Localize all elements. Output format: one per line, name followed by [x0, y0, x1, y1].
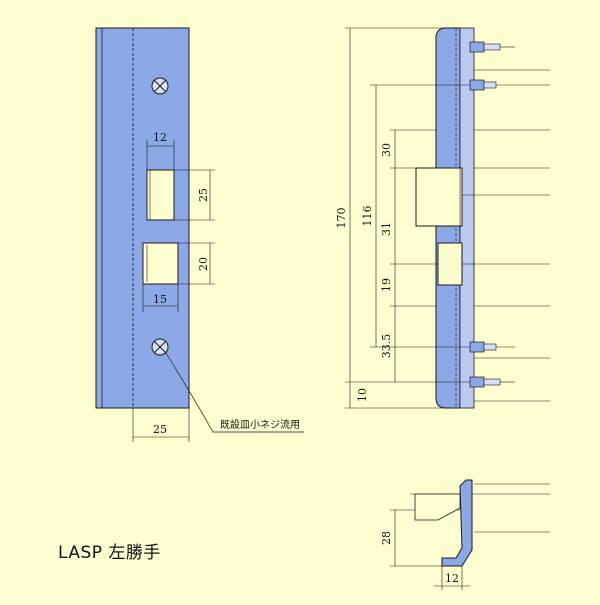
dim-c-label: 19: [380, 278, 393, 292]
dim-top-slot-height-label: 25: [197, 188, 210, 202]
dim-bottom-slot-height-label: 20: [197, 257, 210, 271]
dim-e-label: 10: [356, 388, 369, 402]
deadbolt-box: [437, 242, 463, 286]
screw-note: 既設皿小ネジ流用: [220, 418, 300, 431]
vertical-dimension-lines: [349, 28, 396, 408]
upper-slot: [146, 169, 175, 221]
section-view: 28 12: [380, 479, 550, 590]
dim-bottom-slot-width-label: 15: [153, 293, 167, 306]
dim-d-label: 33.5: [380, 334, 393, 359]
dim-a-label: 30: [380, 143, 393, 157]
dim-plate-width-label: 25: [153, 423, 167, 436]
dim-section-width: 12: [434, 566, 470, 590]
side-view: 170 116 30 31 19 33.5 10: [335, 27, 550, 409]
product-title: LASP 左勝手: [58, 543, 161, 563]
lower-slot: [142, 242, 179, 285]
top-screw-icon: [151, 77, 169, 95]
dim-total-label: 170: [335, 208, 348, 229]
dim-plate-width: 25: [132, 408, 190, 442]
dim-top-slot-width-label: 12: [153, 131, 167, 144]
front-view: 12 25 20 15 25: [95, 27, 304, 442]
dim-top-slot-height: 25: [174, 169, 215, 221]
section-plate-profile: [441, 479, 473, 567]
dim-between-screws-label: 116: [361, 206, 374, 227]
dim-b-label: 31: [380, 222, 393, 236]
screw-note-leader: 既設皿小ネジ流用: [165, 352, 304, 433]
latch-bolt-box: [415, 167, 463, 227]
bottom-screw-icon: [151, 338, 169, 356]
dim-top-slot-width: 12: [146, 131, 175, 170]
dim-section-height: 28: [380, 510, 442, 567]
dim-section-height-label: 28: [380, 531, 393, 545]
dim-bottom-slot-height: 20: [178, 242, 215, 285]
dim-bottom-slot-width: 15: [142, 284, 179, 312]
extension-lines: [345, 27, 550, 409]
section-latch: [414, 493, 461, 521]
dim-section-width-label: 12: [445, 572, 459, 585]
strike-plate: [95, 27, 190, 409]
